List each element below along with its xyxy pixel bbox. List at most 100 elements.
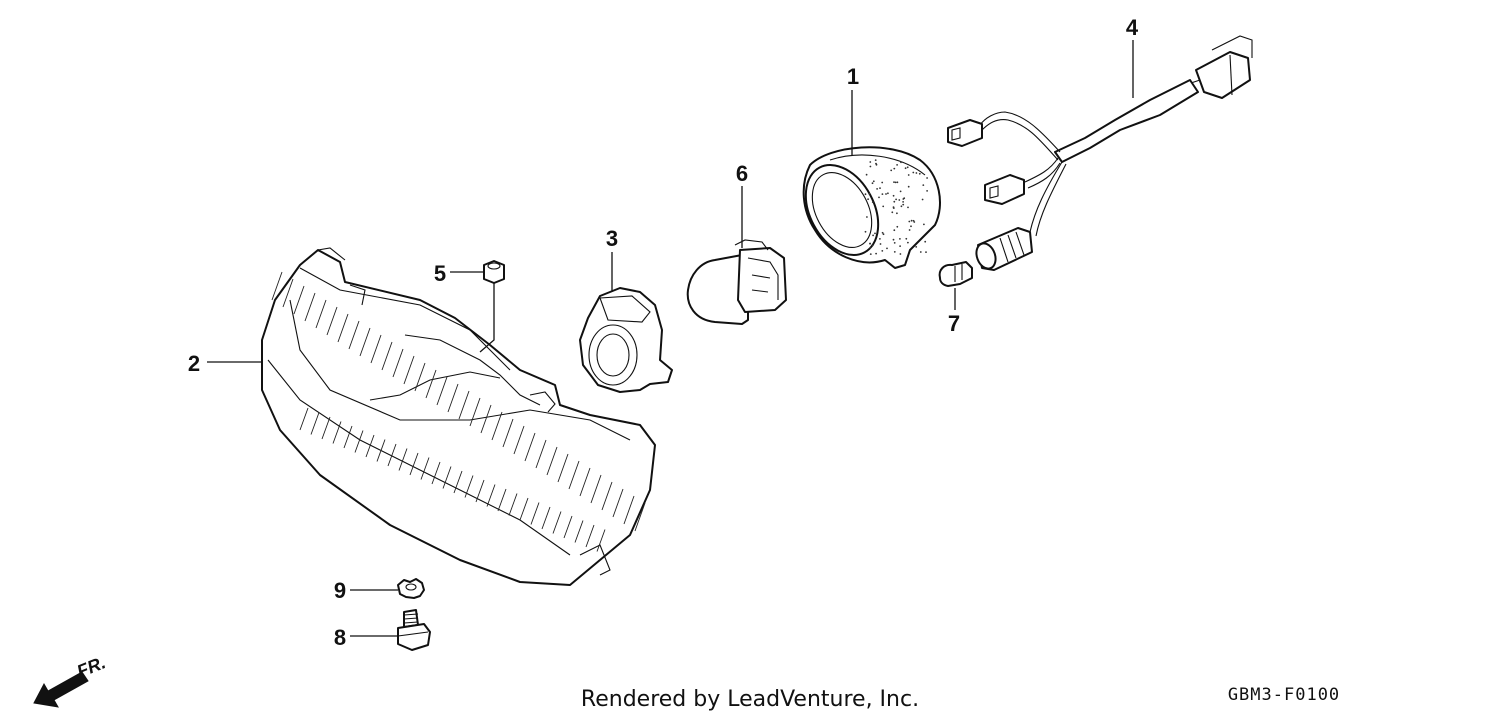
lens-hatch-line [409, 452, 419, 476]
cover-stipple-dot [864, 193, 867, 196]
headlight-bulb-part[interactable] [686, 239, 787, 325]
front-arrow-icon [33, 671, 89, 708]
cover-stipple-dot [891, 211, 894, 214]
lens-hatch-line [469, 397, 481, 427]
cover-stipple-dot [907, 174, 910, 176]
cover-stipple-dot [895, 198, 897, 201]
headlight-lens-part[interactable] [261, 247, 656, 586]
cover-stipple-dot [882, 205, 885, 208]
lens-hatch-line [497, 488, 507, 512]
direction-label: FR. [74, 652, 108, 681]
cover-stipple-dot [892, 194, 895, 197]
lens-hatch-line [304, 292, 316, 322]
lens-hatch-line [414, 362, 426, 392]
cover-stipple-dot [881, 181, 884, 184]
cover-stipple-dot [918, 172, 921, 175]
cover-stipple-dot [908, 220, 911, 223]
lens-hatch-line [420, 457, 430, 480]
lens-hatch-line [376, 439, 386, 462]
position-bulb-part[interactable] [938, 261, 973, 287]
cover-stipple-dot [881, 250, 884, 252]
lens-hatch-line [271, 271, 283, 301]
lens-hatch-line [315, 299, 327, 329]
lens-hatch-line [541, 506, 551, 530]
callout-8[interactable]: 8 [334, 625, 346, 650]
cover-stipple-dot [869, 165, 872, 168]
callout-4[interactable]: 4 [1126, 15, 1139, 40]
lens-hatch-line [464, 475, 474, 498]
cover-stipple-dot [925, 251, 927, 254]
cover-stipple-dot [912, 219, 915, 222]
nut-part[interactable] [483, 260, 505, 284]
cover-stipple-dot [876, 188, 878, 190]
callout-9[interactable]: 9 [334, 578, 346, 603]
cover-stipple-dot [874, 159, 877, 162]
callout-1[interactable]: 1 [847, 64, 859, 89]
lens-hatch-line [480, 404, 492, 434]
lens-hatch-line [568, 460, 580, 490]
screw-part[interactable] [397, 609, 431, 651]
lens-hatch-line [436, 376, 448, 406]
callout-3[interactable]: 3 [606, 226, 618, 251]
lens-hatch-line [458, 390, 470, 420]
callout-7[interactable]: 7 [948, 311, 960, 336]
cover-stipple-dot [869, 247, 872, 249]
lens-hatch-line [634, 502, 646, 532]
cover-stipple-dot [912, 171, 915, 174]
lens-hatch-line [337, 313, 349, 343]
cover-stipple-dot [882, 233, 885, 236]
lens-hatch-line [491, 411, 503, 441]
callout-2[interactable]: 2 [188, 351, 200, 376]
cover-stipple-dot [902, 201, 904, 203]
cover-stipple-dot [892, 238, 895, 241]
socket-holder-part[interactable] [579, 287, 673, 393]
cover-stipple-dot [924, 240, 927, 243]
lens-hatch-line [425, 369, 437, 399]
cover-stipple-dot [879, 187, 881, 190]
lens-hatch-line [546, 446, 558, 476]
washer-part[interactable] [397, 578, 425, 599]
lens-hatch-line [403, 355, 415, 385]
cover-stipple-dot [866, 216, 868, 218]
lens-hatch-line [612, 488, 624, 518]
cover-stipple-dot [869, 161, 872, 163]
callout-6[interactable]: 6 [736, 161, 748, 186]
leader-lines [207, 40, 1134, 637]
cover-stipple-dot [902, 203, 905, 206]
cover-stipple-dot [871, 244, 874, 247]
cover-stipple-dot [896, 164, 898, 166]
cover-stipple-dot [915, 246, 918, 248]
cover-stipple-dot [915, 172, 918, 174]
callout-5[interactable]: 5 [434, 261, 446, 286]
lens-hatch-line [585, 524, 595, 548]
lens-hatch-line [370, 334, 382, 364]
cover-stipple-dot [890, 169, 893, 172]
lens-hatch-line [354, 430, 364, 453]
cover-stipple-dot [900, 205, 903, 208]
cover-stipple-dot [875, 252, 877, 255]
render-credit: Rendered by LeadVenture, Inc. [581, 687, 919, 712]
lens-hatch-line [519, 497, 529, 521]
cover-stipple-dot [871, 182, 874, 185]
cover-stipple-dot [908, 229, 911, 231]
lens-hatch-line [299, 407, 309, 431]
cover-stipple-dot [893, 229, 896, 232]
lens-hatch-line [431, 461, 441, 485]
lens-hatch-line [557, 453, 569, 483]
cover-stipple-dot [906, 166, 909, 169]
cover-stipple-dot [893, 200, 896, 203]
lens-hatch-line [623, 495, 635, 525]
lens-hatch-line [310, 412, 320, 435]
cover-stipple-dot [864, 230, 867, 233]
cover-stipple-dot [926, 177, 928, 179]
lens-hatch-line [332, 421, 342, 444]
dust-cover-part[interactable] [791, 146, 941, 269]
lens-hatch-line [321, 416, 331, 440]
lens-hatch-line [387, 443, 397, 467]
cover-stipple-dot [926, 190, 928, 192]
lens-hatch-line [596, 529, 606, 552]
lens-hatch-line [508, 493, 518, 516]
wire-harness-part[interactable] [947, 35, 1253, 271]
lens-hatch-line [293, 285, 305, 315]
